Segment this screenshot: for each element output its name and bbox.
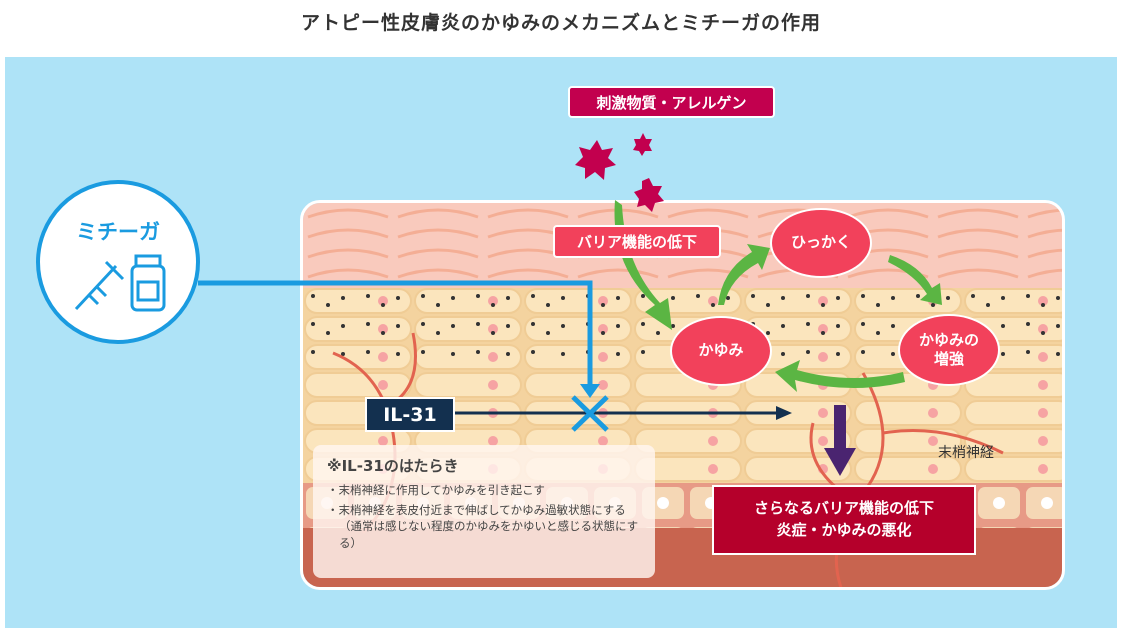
itch-increase-line1: かゆみの	[918, 330, 979, 349]
stimulus-allergen-label: 刺激物質・アレルゲン	[568, 86, 775, 118]
il31-label: IL-31	[365, 397, 455, 432]
cycle-node-itch-increase: かゆみの増強	[898, 314, 1000, 386]
worsening-arrow	[824, 405, 856, 476]
itch-increase-line2: 増強	[933, 350, 964, 368]
peripheral-nerve-label: 末梢神経	[938, 445, 994, 461]
block-x-icon	[571, 395, 609, 432]
cycle-node-itch: かゆみ	[670, 316, 772, 386]
scratch-label: ひっかく	[790, 233, 851, 252]
itch-label: かゆみ	[698, 341, 744, 360]
cycle-arrows	[614, 200, 942, 392]
page-title: アトピー性皮膚炎のかゆみのメカニズムとミチーガの作用	[300, 12, 821, 34]
allergen-particles	[575, 133, 664, 212]
mitiga-action-line	[198, 280, 593, 388]
worsening-result-box: さらなるバリア機能の低下 炎症・かゆみの悪化	[712, 485, 976, 555]
cycle-node-scratch: ひっかく	[770, 208, 872, 278]
note-item: ・末梢神経に作用してかゆみを引き起こす	[327, 483, 545, 497]
note-title: ※IL-31のはたらき	[327, 457, 459, 475]
result-line-2: 炎症・かゆみの悪化	[776, 521, 912, 539]
mitiga-drug-circle: ミチーガ	[36, 180, 200, 344]
syringe-and-vial-icon	[74, 254, 166, 312]
result-line-1: さらなるバリア機能の低下	[753, 499, 934, 518]
mitiga-arrowhead	[580, 384, 600, 398]
drug-name: ミチーガ	[76, 220, 160, 244]
barrier-decline-label: バリア機能の低下	[553, 225, 721, 258]
il31-function-note: ※IL-31のはたらき ・末梢神経に作用してかゆみを引き起こす ・末梢神経を表皮…	[313, 445, 655, 578]
note-item: ・末梢神経を表皮付近まで伸ばしてかゆみ過敏状態にする（通常は感じない程度のかゆみ…	[327, 502, 639, 551]
